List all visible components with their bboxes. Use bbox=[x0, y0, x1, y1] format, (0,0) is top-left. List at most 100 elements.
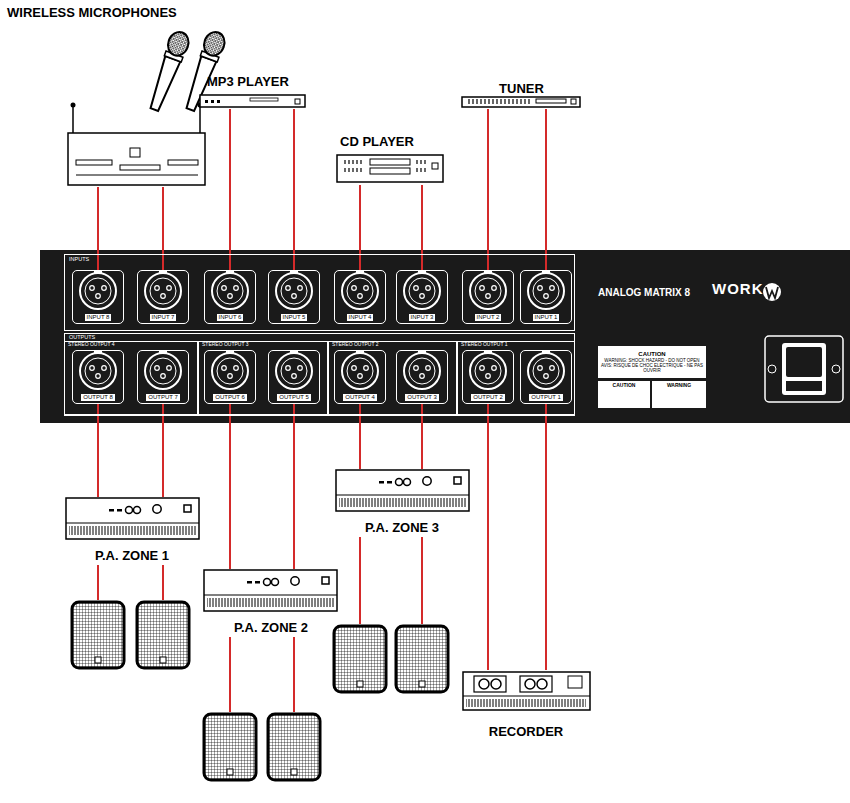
illustration-part bbox=[228, 374, 233, 379]
signal-cable bbox=[293, 404, 295, 569]
illustration-part bbox=[90, 366, 95, 371]
illustration-part bbox=[470, 273, 506, 309]
illustration-part bbox=[342, 168, 364, 172]
input-band: INPUTSINPUT 8INPUT 7INPUT 6INPUT 5INPUT … bbox=[64, 254, 575, 331]
illustration-part bbox=[520, 676, 552, 692]
illustration-part bbox=[286, 366, 291, 371]
signal-cable bbox=[97, 187, 99, 270]
node-text: MP3 PLAYER bbox=[207, 75, 289, 90]
illustration-part bbox=[550, 366, 555, 371]
illustration-part bbox=[281, 358, 307, 384]
illustration-part bbox=[533, 278, 559, 304]
node-text: P.A. ZONE 1 bbox=[95, 549, 169, 564]
illustration-part bbox=[66, 498, 199, 539]
stereo-output-group: STEREO OUTPUT 4 OUTPUT 8 OUTPUT 7 bbox=[64, 341, 198, 415]
illustration-part bbox=[161, 294, 166, 299]
illustration-part bbox=[229, 637, 231, 712]
output-jack: OUTPUT 5 bbox=[268, 350, 320, 404]
illustration-part bbox=[155, 286, 160, 291]
illustration-part bbox=[432, 163, 438, 169]
illustration-part bbox=[568, 676, 582, 688]
caution-sticker: CAUTIONWARNING: SHOCK HAZARD - DO NOT OP… bbox=[598, 346, 706, 378]
illustration-part bbox=[40, 250, 850, 423]
illustration-part bbox=[544, 294, 549, 299]
illustration-part bbox=[250, 98, 278, 101]
node-text: STEREO OUTPUT 4 bbox=[68, 342, 115, 348]
xlr-jack bbox=[212, 270, 248, 309]
illustration-part bbox=[342, 353, 378, 389]
output-jack: OUTPUT 4 bbox=[334, 350, 386, 404]
signal-cable bbox=[545, 109, 547, 270]
input-jack: INPUT 1 bbox=[520, 270, 572, 324]
illustration-part bbox=[85, 278, 111, 304]
node-text: WIRELESS MICROPHONES bbox=[7, 6, 177, 21]
node-text: OUTPUT 2 bbox=[471, 394, 505, 401]
illustration-part bbox=[147, 56, 181, 112]
signal-cable bbox=[162, 187, 164, 270]
illustration-part bbox=[404, 273, 440, 309]
illustration-part bbox=[137, 602, 189, 668]
illustration-part bbox=[766, 287, 778, 298]
node-text: WORK bbox=[712, 280, 764, 297]
device-label-box: WIRELESS MICROPHONES bbox=[5, 4, 212, 187]
illustration-part bbox=[97, 565, 99, 600]
signal-cable bbox=[359, 404, 361, 469]
xlr-jack bbox=[404, 270, 440, 309]
node-text: OUTPUT 6 bbox=[213, 394, 247, 401]
illustration-part bbox=[200, 95, 305, 107]
node-text: INPUT 2 bbox=[475, 314, 502, 321]
illustration-part bbox=[167, 286, 172, 291]
tuner bbox=[462, 97, 580, 107]
stereo-output-group: STEREO OUTPUT 1OUTPUT 2OUTPUT 1 bbox=[457, 341, 575, 415]
stereo-output-group: STEREO OUTPUT 3OUTPUT 6OUTPUT 5 bbox=[198, 341, 328, 415]
output-jack: OUTPUT 6 bbox=[204, 350, 256, 404]
xlr-jack bbox=[528, 270, 564, 309]
warning-sticker: WARNING bbox=[652, 381, 706, 408]
illustration-part bbox=[298, 366, 303, 371]
xlr-jack bbox=[404, 350, 440, 389]
node-text: OUTPUT 8 bbox=[81, 394, 115, 401]
xlr-jack bbox=[528, 350, 564, 389]
amplifier-box: P.A. ZONE 1 bbox=[62, 497, 202, 564]
illustration-part bbox=[292, 374, 297, 379]
signal-cable bbox=[359, 185, 361, 270]
illustration-part bbox=[466, 99, 530, 104]
xlr-jack bbox=[145, 350, 181, 389]
xlr-connectors bbox=[80, 270, 564, 389]
signal-cable bbox=[162, 404, 164, 497]
node-text: OUTPUT 7 bbox=[146, 394, 180, 401]
illustration-part bbox=[130, 148, 140, 157]
illustration-part bbox=[358, 294, 363, 299]
illustration-part bbox=[538, 286, 543, 291]
illustration-part bbox=[217, 100, 220, 103]
signal-cable bbox=[545, 404, 547, 670]
signal-cable bbox=[421, 404, 423, 469]
illustration-part bbox=[162, 565, 164, 600]
illustration-part bbox=[334, 626, 386, 692]
illustration-part bbox=[102, 366, 107, 371]
xlr-jack bbox=[276, 270, 312, 309]
illustration-part bbox=[342, 273, 378, 309]
illustration-part bbox=[486, 294, 491, 299]
input-jack: INPUT 3 bbox=[396, 270, 448, 324]
xlr-jack bbox=[145, 270, 181, 309]
illustration-part bbox=[336, 470, 469, 511]
illustration-part bbox=[212, 273, 248, 309]
illustration-part bbox=[352, 366, 357, 371]
illustration-part bbox=[161, 374, 166, 379]
cd-player bbox=[337, 155, 443, 182]
illustration-part bbox=[525, 679, 535, 689]
illustration-part bbox=[204, 570, 337, 611]
illustration-part bbox=[286, 286, 291, 291]
illustration-part bbox=[155, 366, 160, 371]
illustration-part bbox=[486, 374, 491, 379]
node-text: OUTPUT 5 bbox=[277, 394, 311, 401]
illustration-part bbox=[491, 679, 501, 689]
illustration-part bbox=[347, 278, 373, 304]
signal-cable bbox=[487, 404, 489, 670]
illustration-part bbox=[80, 273, 116, 309]
illustration-part bbox=[199, 106, 201, 133]
input-jack: INPUT 8 bbox=[72, 270, 124, 324]
illustration-part bbox=[145, 273, 181, 309]
